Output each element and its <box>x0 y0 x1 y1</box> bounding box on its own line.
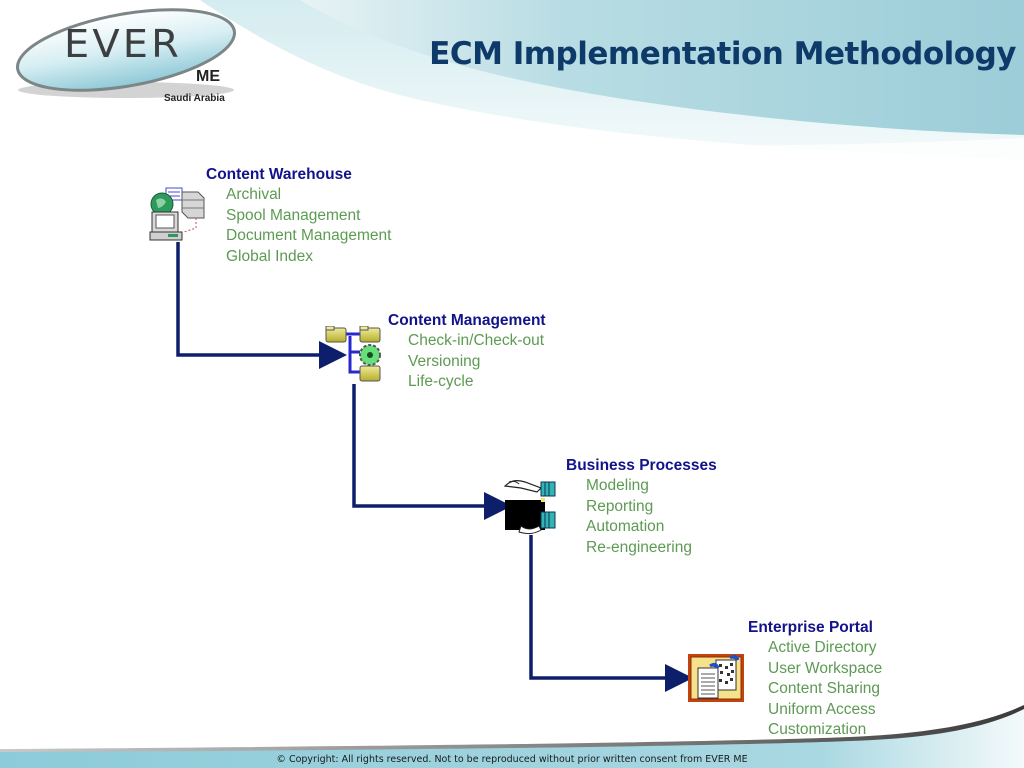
header-swoosh <box>300 0 1024 135</box>
stage-item: Customization <box>768 721 867 739</box>
stage-item: Active Directory <box>768 639 877 656</box>
connector-processes-to-portal <box>529 535 693 692</box>
page-title: ECM Implementation Methodology <box>429 36 1016 72</box>
stage-item: Re-engineering <box>586 538 692 556</box>
stage-item: Document Management <box>226 227 392 245</box>
stage-item-list: Archival Spool Management Document Manag… <box>206 185 391 267</box>
handshake-process-icon <box>503 480 556 535</box>
portal-documents-icon <box>688 654 744 702</box>
stage-item: Life-cycle <box>408 373 474 391</box>
stage-item: Content Sharing <box>768 680 881 698</box>
stage-item: Check-in/Check-out <box>408 332 545 349</box>
header-wave <box>330 120 1024 162</box>
stage-item-list: Active Directory User Workspace Content … <box>748 638 882 741</box>
logo-region: Saudi Arabia <box>164 93 225 104</box>
stage-item: Global Index <box>226 247 314 265</box>
stage-title: Business Processes <box>566 457 717 474</box>
logo-brand: EVER <box>64 22 183 66</box>
stage-item-list: Check-in/Check-out Versioning Life-cycle <box>388 331 546 393</box>
footer-line <box>0 705 1024 752</box>
folder-gear-tree-icon <box>325 326 381 382</box>
stage-item: Spool Management <box>226 206 361 224</box>
logo-suffix: ME <box>196 68 220 85</box>
stage-item: Automation <box>586 518 665 536</box>
stage-business-processes: Business Processes Modeling Reporting Au… <box>566 456 717 558</box>
stage-title: Enterprise Portal <box>748 619 873 636</box>
stage-title: Content Management <box>388 312 546 329</box>
stage-item-list: Modeling Reporting Automation Re-enginee… <box>566 476 717 558</box>
connector-management-to-processes <box>352 384 512 520</box>
stage-content-management: Content Management Check-in/Check-out Ve… <box>388 311 546 393</box>
footer-swoosh <box>0 706 1024 768</box>
stage-title: Content Warehouse <box>206 166 352 183</box>
ever-me-logo: EVER ME Saudi Arabia <box>14 2 254 106</box>
stage-item: Versioning <box>408 352 481 370</box>
stage-enterprise-portal: Enterprise Portal Active Directory User … <box>748 618 882 741</box>
network-computer-icon <box>149 187 205 241</box>
logo-ellipse-icon <box>15 8 237 98</box>
stage-item: Modeling <box>586 477 649 494</box>
stage-content-warehouse: Content Warehouse Archival Spool Managem… <box>206 165 391 267</box>
stage-item: User Workspace <box>768 659 883 677</box>
stage-item: Archival <box>226 186 282 203</box>
copyright-footer: © Copyright: All rights reserved. Not to… <box>276 754 748 765</box>
stage-item: Reporting <box>586 497 654 515</box>
stage-item: Uniform Access <box>768 700 876 718</box>
connector-warehouse-to-management <box>176 242 347 369</box>
